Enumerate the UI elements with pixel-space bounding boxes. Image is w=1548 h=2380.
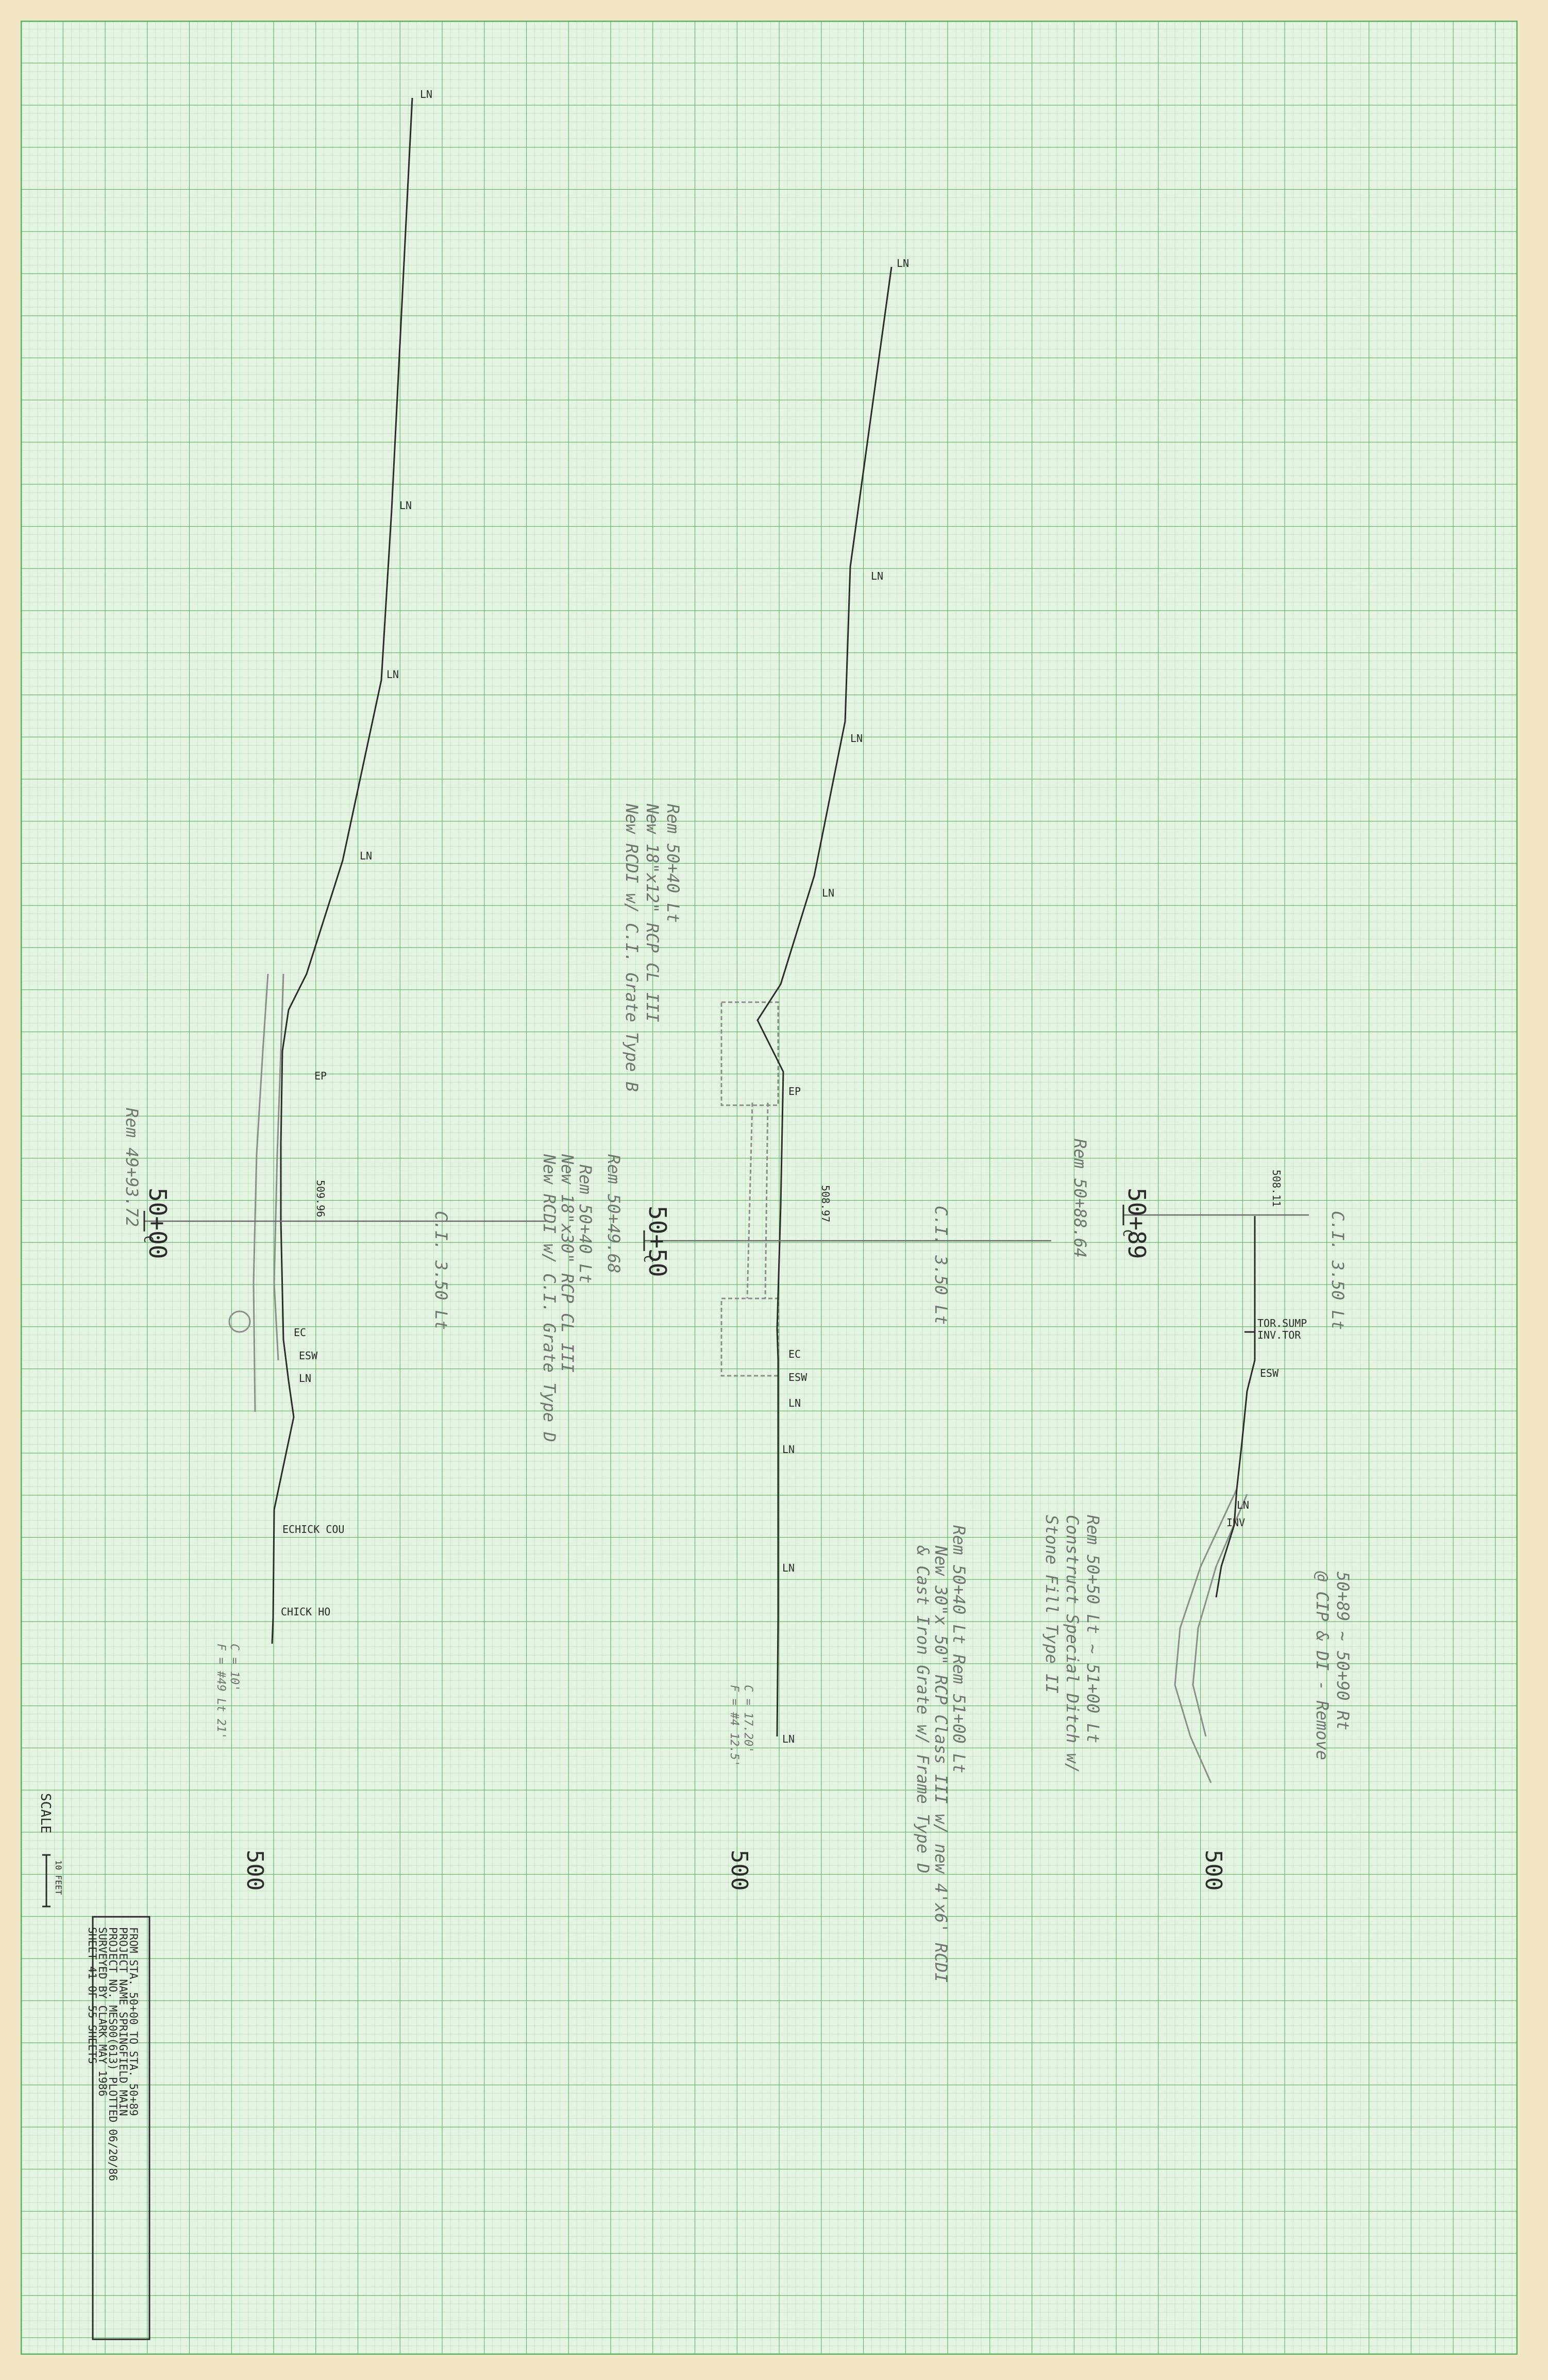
label-esw: ESW: [299, 1349, 318, 1362]
section-right: TOR.SUMP INV.TOR ESW LN INV 508.11 50+89…: [1042, 1139, 1353, 1891]
label-ln: LN: [850, 732, 863, 745]
label-ln: LN: [871, 570, 883, 582]
pencil-pipe-outline: [746, 1102, 753, 1299]
label-ep: EP: [314, 1070, 327, 1082]
pencil-note: New 18"x12" RCP CL III: [643, 803, 662, 1022]
label-ln: LN: [822, 887, 834, 899]
pencil-note: Stone Fill Type II: [1042, 1515, 1062, 1694]
pencil-note: & Cast Iron Grate w/ Frame Type D: [913, 1545, 933, 1873]
pencil-pipe-outline: [764, 1102, 769, 1299]
ground-profile-line-right: [1215, 1216, 1256, 1598]
elevation-label: 500: [242, 1850, 268, 1891]
label-echick-cou: ECHICK COU: [282, 1523, 344, 1535]
pencil-note: C.I. 3.50 Lt: [931, 1206, 951, 1325]
pencil-structure-mark: [228, 1310, 251, 1333]
label-ec: EC: [788, 1348, 801, 1360]
label-esw: ESW: [788, 1371, 807, 1383]
crossing-value: 508.11: [1270, 1170, 1283, 1207]
label-ep: EP: [788, 1085, 801, 1098]
pencil-structure-box: [720, 1001, 779, 1106]
label-ec: EC: [294, 1326, 306, 1339]
pencil-note: C = 17.20': [742, 1685, 754, 1753]
pencil-pipe-outline: [273, 973, 284, 1361]
label-esw: ESW: [1260, 1367, 1279, 1379]
pencil-note: C.I. 3.50 Lt: [431, 1211, 451, 1330]
label-ln: LN: [386, 668, 399, 681]
ground-profile-line-middle: [756, 266, 893, 1737]
elevation-label: 500: [1200, 1850, 1226, 1891]
title-block-line: PROJECT NAME SPRINGFIELD MAIN: [117, 1927, 129, 2116]
title-block-frame: [92, 1916, 150, 2340]
pencil-note: Rem 50+40 Lt Rem 51+00 Lt: [949, 1525, 969, 1774]
label-ln: LN: [299, 1372, 311, 1385]
pencil-note: New 30"x 50" RCP Class III w/ new 4'x6' …: [931, 1545, 951, 1983]
label-ln: LN: [782, 1443, 795, 1456]
pencil-note: Rem 50+40 Lt: [663, 804, 683, 923]
label-inv-tor: INV.TOR: [1257, 1329, 1301, 1341]
handwritten-notes-middle: Rem 50+49.68 C.I. 3.50 Lt Rem 50+40 Lt R…: [604, 1154, 969, 1983]
pencil-note: @ CIP & DI - Remove: [1313, 1571, 1332, 1760]
ground-profile-line-left: [271, 97, 413, 1644]
cross-section-grid: LN LN LN LN EP EC ESW LN ECHICK COU CHIC…: [21, 21, 1518, 2355]
centerline-symbol: C: [1120, 1229, 1135, 1237]
title-block-line: PROJECT NO. MES00(613) PLOTTED 06/20/86: [107, 1927, 119, 2181]
pencil-note: Rem 50+50 Lt ~ 51+00 Lt: [1083, 1515, 1103, 1743]
station-label: 50+89: [1123, 1188, 1151, 1259]
section-middle: LN LN LN LN EP EC ESW LN LN LN LN 508.97…: [604, 257, 1051, 1983]
centerline-symbol: C: [641, 1255, 655, 1262]
pencil-note: C = 10': [228, 1644, 241, 1692]
pencil-note: Rem 50+49.68: [604, 1154, 624, 1273]
label-inv: INV: [1226, 1516, 1245, 1529]
label-ln: LN: [360, 850, 372, 862]
handwritten-notes-left: Rem 50+40 Lt New 18"x12" RCP CL III New …: [122, 803, 683, 1739]
label-ln: LN: [897, 257, 909, 269]
title-block-line: SURVEYED BY CLARK MAY 1986: [96, 1927, 109, 2097]
scale-bar: SCALE 10 FEET: [38, 1793, 63, 1908]
pencil-note: 50+89 ~ 50+90 Rt: [1333, 1572, 1353, 1730]
pencil-ditch-outline: [1174, 1489, 1238, 1783]
scale-bar-label: 10 FEET: [54, 1860, 63, 1895]
scale-label: SCALE: [38, 1793, 53, 1833]
pencil-note: New 18"x30" RCP CL III: [558, 1154, 577, 1373]
pencil-note: Construct Special Ditch w/: [1063, 1515, 1082, 1773]
label-ln: LN: [399, 499, 412, 512]
station-label: 50+50: [644, 1206, 671, 1277]
pencil-pipe-outline: [253, 973, 269, 1412]
pencil-note: F = #49 Lt 21': [214, 1644, 227, 1739]
elevation-label: 500: [726, 1850, 752, 1891]
pencil-note: Rem 50+88.64: [1070, 1139, 1090, 1258]
pencil-note: New RCDI w/ C.I. Grate Type D: [540, 1154, 559, 1442]
label-ln: LN: [420, 88, 432, 100]
label-ln: LN: [1237, 1499, 1249, 1511]
pencil-note: F = #4 12.5': [728, 1685, 741, 1767]
title-block-line: FROM STA. 50+00 TO STA. 50+89: [127, 1927, 140, 2116]
label-tor-sump: TOR.SUMP: [1257, 1317, 1307, 1329]
pencil-note: Rem 49+93.72: [122, 1108, 142, 1227]
title-block-line: SHEET 41 OF 55 SHEETS: [86, 1927, 98, 2064]
handwritten-notes-right: Rem 50+88.64 C.I. 3.50 Lt Rem 50+50 Lt ~…: [1042, 1139, 1353, 1773]
pencil-note: C.I. 3.50 Lt: [1328, 1211, 1348, 1330]
section-left: LN LN LN LN EP EC ESW LN ECHICK COU CHIC…: [122, 88, 683, 1891]
station-label: 50+00: [144, 1188, 172, 1259]
pencil-note: New RCDI w/ C.I. Grate Type B: [622, 803, 642, 1092]
crossing-value: 508.97: [819, 1185, 832, 1222]
label-ln: LN: [788, 1397, 801, 1409]
label-ln: LN: [782, 1562, 795, 1574]
pencil-ditch-outline: [1192, 1494, 1248, 1737]
pencil-note: Rem 50+40 Lt: [576, 1164, 595, 1284]
centerline-symbol: C: [141, 1236, 156, 1243]
title-block: FROM STA. 50+00 TO STA. 50+89 PROJECT NA…: [86, 1916, 150, 2340]
label-ln: LN: [782, 1733, 795, 1745]
label-chick-ho: CHICK HO: [281, 1606, 330, 1618]
crossing-value: 509.96: [314, 1180, 327, 1217]
